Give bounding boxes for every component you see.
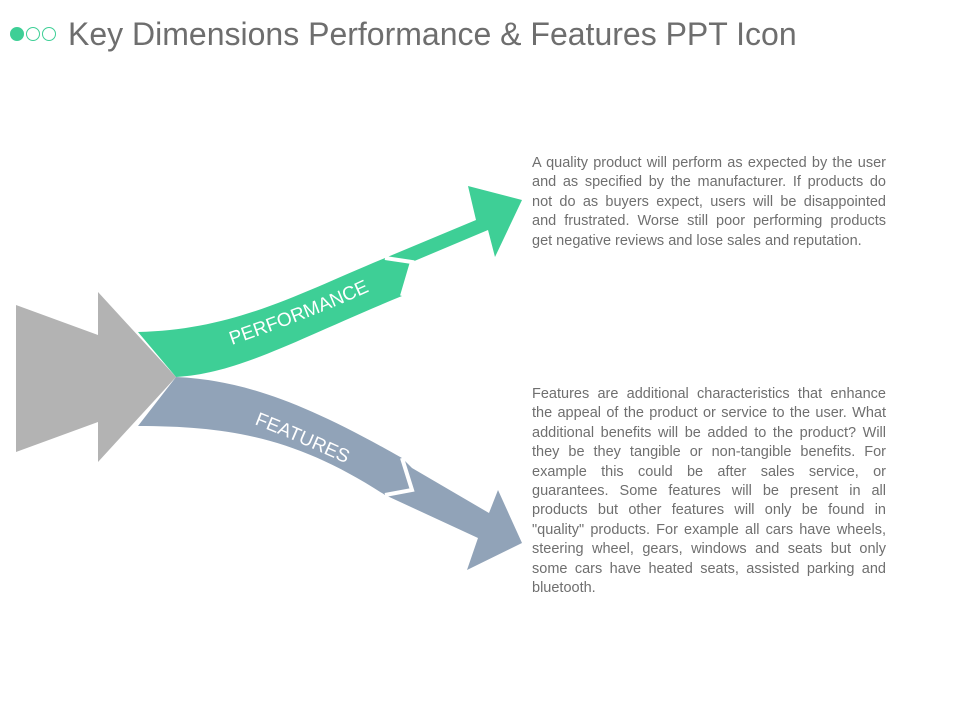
source-arrow-shape [16,292,176,462]
slide-header: Key Dimensions Performance & Features PP… [10,14,797,54]
features-arrow-shape [138,377,522,570]
features-chevron-divider [384,457,415,497]
outline-circle-icon [26,27,40,41]
performance-chevron-divider [384,256,415,297]
features-description: Features are additional characteristics … [532,386,886,597]
outline-circle-icon [42,27,56,41]
slide-title: Key Dimensions Performance & Features PP… [68,16,797,52]
performance-description: A quality product will perform as expect… [532,155,886,249]
title-dots [10,27,56,41]
performance-arrow-shape [138,186,522,377]
filled-circle-icon [10,27,24,41]
